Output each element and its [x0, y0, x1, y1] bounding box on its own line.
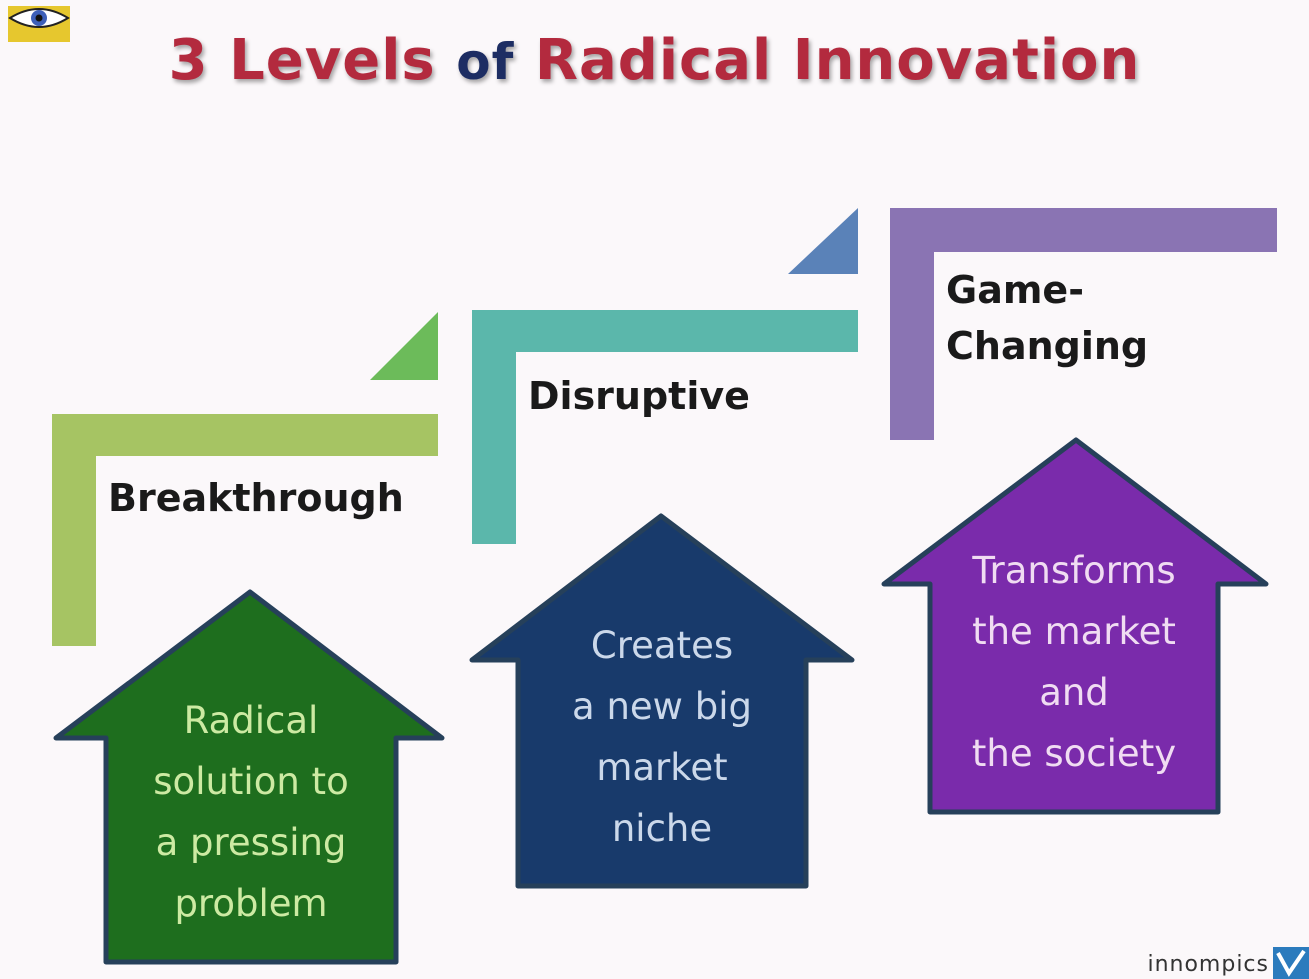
- brand-name: innompics: [1147, 952, 1269, 977]
- brand-logo-icon: [1273, 947, 1309, 979]
- description-disruptive: Creates a new big market niche: [572, 624, 752, 850]
- corner-triangle-2: [788, 208, 858, 274]
- step-game-changing: [890, 208, 1277, 440]
- step-breakthrough: [52, 414, 438, 646]
- level-label-disruptive: Disruptive: [528, 374, 750, 418]
- level-label-breakthrough: Breakthrough: [108, 476, 404, 520]
- corner-triangle-1: [370, 312, 438, 380]
- title-part-2: of: [456, 33, 515, 91]
- arrow-game-changing: [881, 437, 1269, 815]
- description-breakthrough: Radical solution to a pressing problem: [153, 699, 349, 925]
- arrow-disruptive: [469, 513, 855, 889]
- title-part-3: Radical Innovation: [534, 28, 1141, 93]
- arrow-breakthrough: [53, 589, 445, 965]
- title-part-1: 3 Levels: [168, 28, 436, 93]
- page-title: 3 Levels of Radical Innovation: [0, 28, 1309, 93]
- level-label-game-changing: Game- Changing: [946, 268, 1149, 368]
- eye-logo-icon: [8, 6, 70, 42]
- step-disruptive: [472, 310, 858, 544]
- description-game-changing: Transforms the market and the society: [971, 549, 1177, 775]
